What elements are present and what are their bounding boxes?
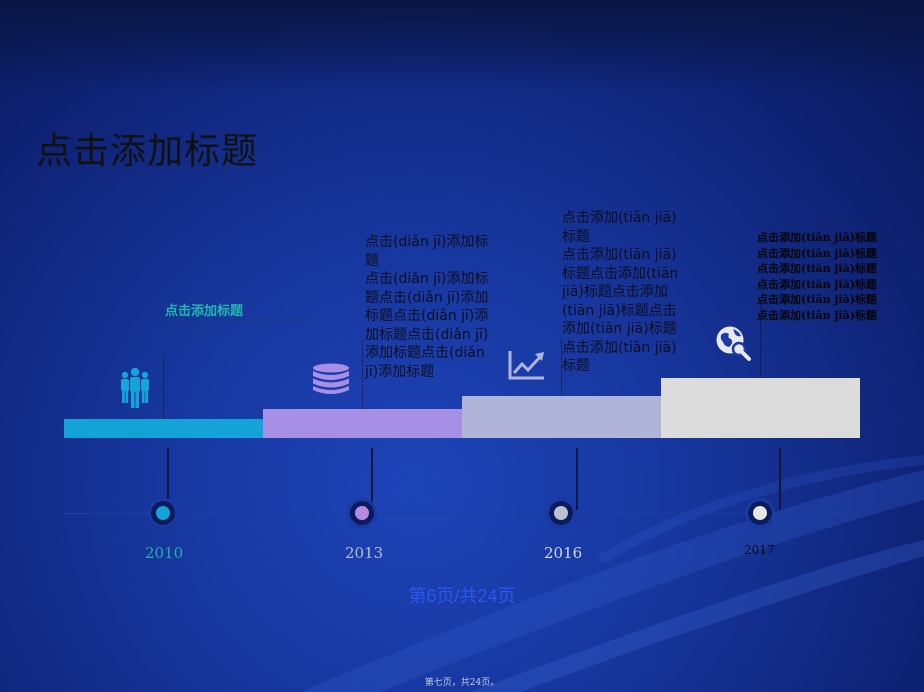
marker-dot — [355, 506, 369, 520]
text-line: 标题 — [562, 228, 590, 245]
people-icon — [121, 367, 149, 408]
leader-line-2016 — [561, 340, 562, 396]
year-2010: 2010 — [145, 544, 184, 562]
text-line: 点击添加(tiān jiā)标题 — [757, 262, 877, 275]
text-line: 点击添加(tiān jiā) — [562, 339, 677, 356]
line-chart-icon — [508, 351, 544, 380]
stem-2010 — [167, 448, 169, 500]
timeline-bar-2010 — [64, 419, 263, 438]
year-2017: 2017 — [744, 543, 775, 557]
leader-line-2013 — [362, 340, 363, 409]
leader-line-2010 — [163, 356, 164, 419]
milestone-2010-body[interactable]: 点击添加标题点击添加标题点击添加标题点击添加标题点击添加标题 — [165, 317, 315, 334]
text-line: 点击添加(tiān jiā)标题 — [757, 293, 877, 306]
text-line: 点击(diǎn jī)添加标 — [365, 234, 489, 250]
marker-dot — [156, 506, 170, 520]
stem-2017 — [779, 448, 781, 510]
milestone-2017-text[interactable]: 点击添加(tiān jiā)标题 点击添加(tiān jiā)标题 点击添加(t… — [757, 230, 877, 323]
milestone-2013-text[interactable]: 点击(diǎn jī)添加标 题 点击(diǎn jī)添加标 题点击(diǎn… — [365, 233, 488, 381]
globe-search-icon — [716, 326, 751, 361]
text-line: 标题点击添加(tiān — [562, 265, 679, 282]
marker-2010[interactable] — [148, 498, 178, 528]
marker-dot — [554, 506, 568, 520]
year-2016: 2016 — [544, 544, 583, 562]
timeline-bar-2016 — [462, 396, 661, 438]
text-line: 添加标题点击(diǎn — [365, 345, 485, 361]
text-line: 点击添加(tiān jiā)标题 — [757, 308, 877, 322]
page-indicator: 第6页/共24页 — [408, 586, 516, 606]
milestone-2010-heading[interactable]: 点击添加标题 — [165, 304, 244, 319]
stem-2016 — [576, 448, 578, 510]
text-line: 点击添加(tiān jiā)标题 — [757, 246, 877, 260]
text-line: (tiān jiā)标题点击 — [562, 302, 677, 319]
marker-2017[interactable] — [745, 498, 775, 528]
background-top-band — [0, 0, 924, 90]
text-line: 点击添加(tiān jiā)标题 — [757, 231, 877, 244]
text-line: 添加(tiān jiā)标题 — [562, 321, 677, 337]
marker-2013[interactable] — [347, 498, 377, 528]
text-line: jī)添加标题 — [365, 363, 435, 380]
text-line: 加标题点击(diǎn jī) — [365, 326, 489, 343]
marker-2016[interactable] — [546, 498, 576, 528]
slide-title[interactable]: 点击添加标题 — [36, 131, 259, 172]
milestone-2016-text[interactable]: 点击添加(tiān jiā) 标题 点击添加(tiān jiā) 标题点击添加(… — [562, 209, 678, 376]
timeline-bar-2013 — [263, 409, 462, 438]
text-line: 点击(diǎn jī)添加标 — [365, 271, 489, 287]
text-line: 题点击(diǎn jī)添加 — [365, 289, 489, 306]
text-line: 点击添加(tiān jiā) — [562, 210, 677, 226]
database-icon — [313, 363, 349, 394]
stem-2013 — [371, 448, 373, 502]
text-line: 标题点击(diǎn jī)添 — [365, 308, 489, 324]
year-2013: 2013 — [345, 544, 384, 562]
text-line: 点击添加(tiān jiā) — [562, 247, 677, 263]
text-line: 点击添加(tiān jiā)标题 — [757, 277, 877, 291]
timeline-bar-2017 — [661, 378, 860, 438]
footer-page-note: 第七页，共24页。 — [424, 678, 500, 688]
text-line: 题 — [365, 252, 379, 269]
leader-line-2017 — [760, 300, 761, 378]
marker-dot — [753, 506, 767, 520]
text-line: 标题 — [562, 358, 590, 374]
text-line: jiā)标题点击添加 — [562, 284, 668, 300]
timeline-axis — [64, 513, 860, 514]
